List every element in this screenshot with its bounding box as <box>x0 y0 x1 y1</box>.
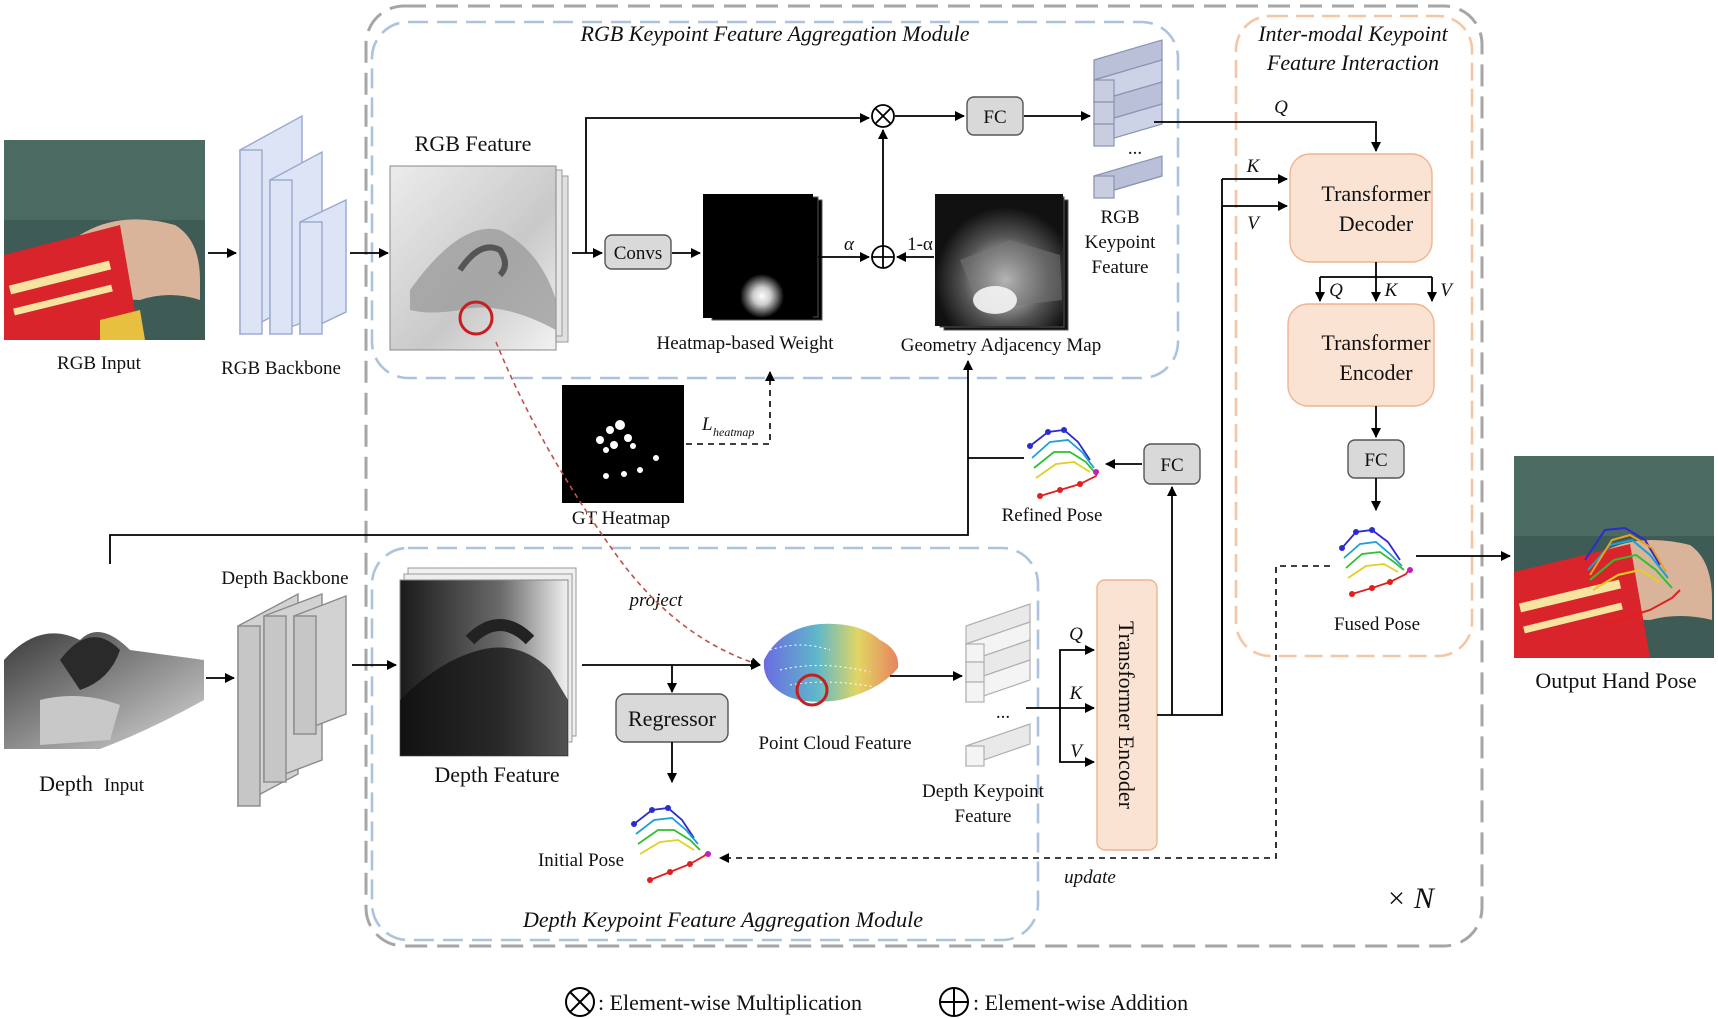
depth-keypoint-feature-stack <box>965 603 1031 767</box>
depth-module-title: Depth Keypoint Feature Aggregation Modul… <box>522 907 923 932</box>
rgb-module-title: RGB Keypoint Feature Aggregation Module <box>580 21 970 46</box>
depth-module-container <box>370 546 1040 942</box>
output-hand-pose-label: Output Hand Pose <box>1535 668 1696 693</box>
fc-middle-label: FC <box>1160 455 1183 476</box>
rgb-keypoint-label-3: Feature <box>1092 257 1149 278</box>
depth-feature-map <box>399 567 577 757</box>
rgb-feature-ellipsis: ... <box>1128 138 1142 159</box>
fused-pose-label: Fused Pose <box>1334 614 1420 635</box>
one-minus-alpha-label: 1-α <box>907 234 933 255</box>
legend-multiplication-icon <box>565 987 595 1017</box>
rgb-input-image <box>4 140 205 340</box>
loss-heatmap-sub: heatmap <box>713 425 754 439</box>
rgb-module-container <box>370 20 1180 380</box>
fused-pose-skeleton <box>1341 529 1411 595</box>
point-cloud-feature <box>763 623 899 707</box>
depth-input-label-b: Input <box>104 775 145 796</box>
k-label-encoder: K <box>1384 280 1399 301</box>
q-label-top: Q <box>1274 97 1288 118</box>
addition-operator-icon <box>871 245 895 269</box>
fc-block-top <box>966 96 1024 136</box>
inter-modal-container <box>1234 14 1474 658</box>
outer-repeat-container <box>364 4 1484 948</box>
fc-top-label: FC <box>983 107 1006 128</box>
heatmap-weight-label: Heatmap-based Weight <box>657 333 835 354</box>
transformer-encoder-label-1: Transformer <box>1321 330 1431 355</box>
transformer-decoder-label-2: Decoder <box>1339 211 1414 236</box>
alpha-label: α <box>844 234 855 255</box>
output-hand-pose-image <box>1514 456 1714 658</box>
geometry-adjacency-map <box>935 194 1069 331</box>
gt-heatmap-image <box>562 385 684 503</box>
fused-pose-joints <box>1339 527 1413 597</box>
refined-pose-label: Refined Pose <box>1002 505 1103 526</box>
legend-addition-icon <box>939 987 969 1017</box>
inter-modal-title-2: Feature Interaction <box>1266 50 1439 75</box>
convs-label: Convs <box>614 243 663 264</box>
geometry-map-label: Geometry Adjacency Map <box>901 335 1101 356</box>
depth-keypoint-label-1: Depth Keypoint <box>922 781 1045 802</box>
k-label-decoder: K <box>1246 156 1261 177</box>
project-label: project <box>627 590 683 611</box>
repeat-label: × N <box>1386 882 1436 915</box>
depth-keypoint-circle <box>795 673 829 707</box>
refined-pose-skeleton <box>1029 429 1099 497</box>
multiplication-operator-icon <box>871 104 895 128</box>
transformer-decoder-label-1: Transformer <box>1321 181 1431 206</box>
v-label-encoder: V <box>1440 280 1454 301</box>
legend-addition-text: : Element-wise Addition <box>973 990 1188 1015</box>
regressor-label: Regressor <box>628 706 717 731</box>
connections <box>109 111 1511 783</box>
depth-input-image <box>4 605 204 749</box>
convs-block <box>604 234 672 270</box>
depth-keypoint-label-2: Feature <box>955 806 1012 827</box>
transformer-encoder-block <box>1287 303 1435 407</box>
v-label-decoder: V <box>1247 213 1261 234</box>
rgb-keypoint-label-1: RGB <box>1100 207 1139 228</box>
rgb-feature-map <box>389 165 569 351</box>
rgb-keypoint-circle <box>458 300 494 336</box>
dashed-connections <box>495 341 1330 863</box>
vertical-transformer-encoder-label: Transformer Encoder <box>1114 621 1139 810</box>
rgb-keypoint-feature-stack <box>1093 39 1163 199</box>
depth-feature-ellipsis: ... <box>996 702 1010 723</box>
inter-modal-title-1: Inter-modal Keypoint <box>1257 21 1448 46</box>
initial-pose-label: Initial Pose <box>538 850 624 871</box>
q-label-encoder: Q <box>1329 280 1343 301</box>
gt-heatmap-label: GT Heatmap <box>572 508 670 529</box>
depth-input-label-a: Depth <box>39 771 93 796</box>
depth-feature-label: Depth Feature <box>434 762 559 787</box>
refined-pose-joints <box>1027 427 1099 499</box>
point-cloud-label: Point Cloud Feature <box>758 733 911 754</box>
update-label: update <box>1064 867 1116 888</box>
rgb-keypoint-label-2: Keypoint <box>1085 232 1156 253</box>
transformer-encoder-label-2: Encoder <box>1339 360 1413 385</box>
legend: : Element-wise Multiplication : Element-… <box>565 987 1188 1017</box>
transformer-decoder-block <box>1289 153 1433 263</box>
loss-heatmap-main: L <box>701 414 713 435</box>
depth-backbone-label: Depth Backbone <box>221 568 348 589</box>
heatmap-weight-map <box>703 194 823 321</box>
legend-multiplication-text: : Element-wise Multiplication <box>598 990 862 1015</box>
initial-pose-joints <box>631 805 711 883</box>
rgb-input-label: RGB Input <box>57 353 142 374</box>
fc-block-middle <box>1143 443 1201 485</box>
fc-right-label: FC <box>1364 450 1387 471</box>
rgb-backbone-shape <box>239 114 347 336</box>
q-label-depth: Q <box>1069 624 1083 645</box>
k-label-depth: K <box>1069 683 1084 704</box>
depth-backbone-shape <box>237 592 347 808</box>
v-label-depth: V <box>1070 741 1084 762</box>
rgb-backbone-label: RGB Backbone <box>221 358 341 379</box>
rgb-feature-label: RGB Feature <box>415 131 532 156</box>
